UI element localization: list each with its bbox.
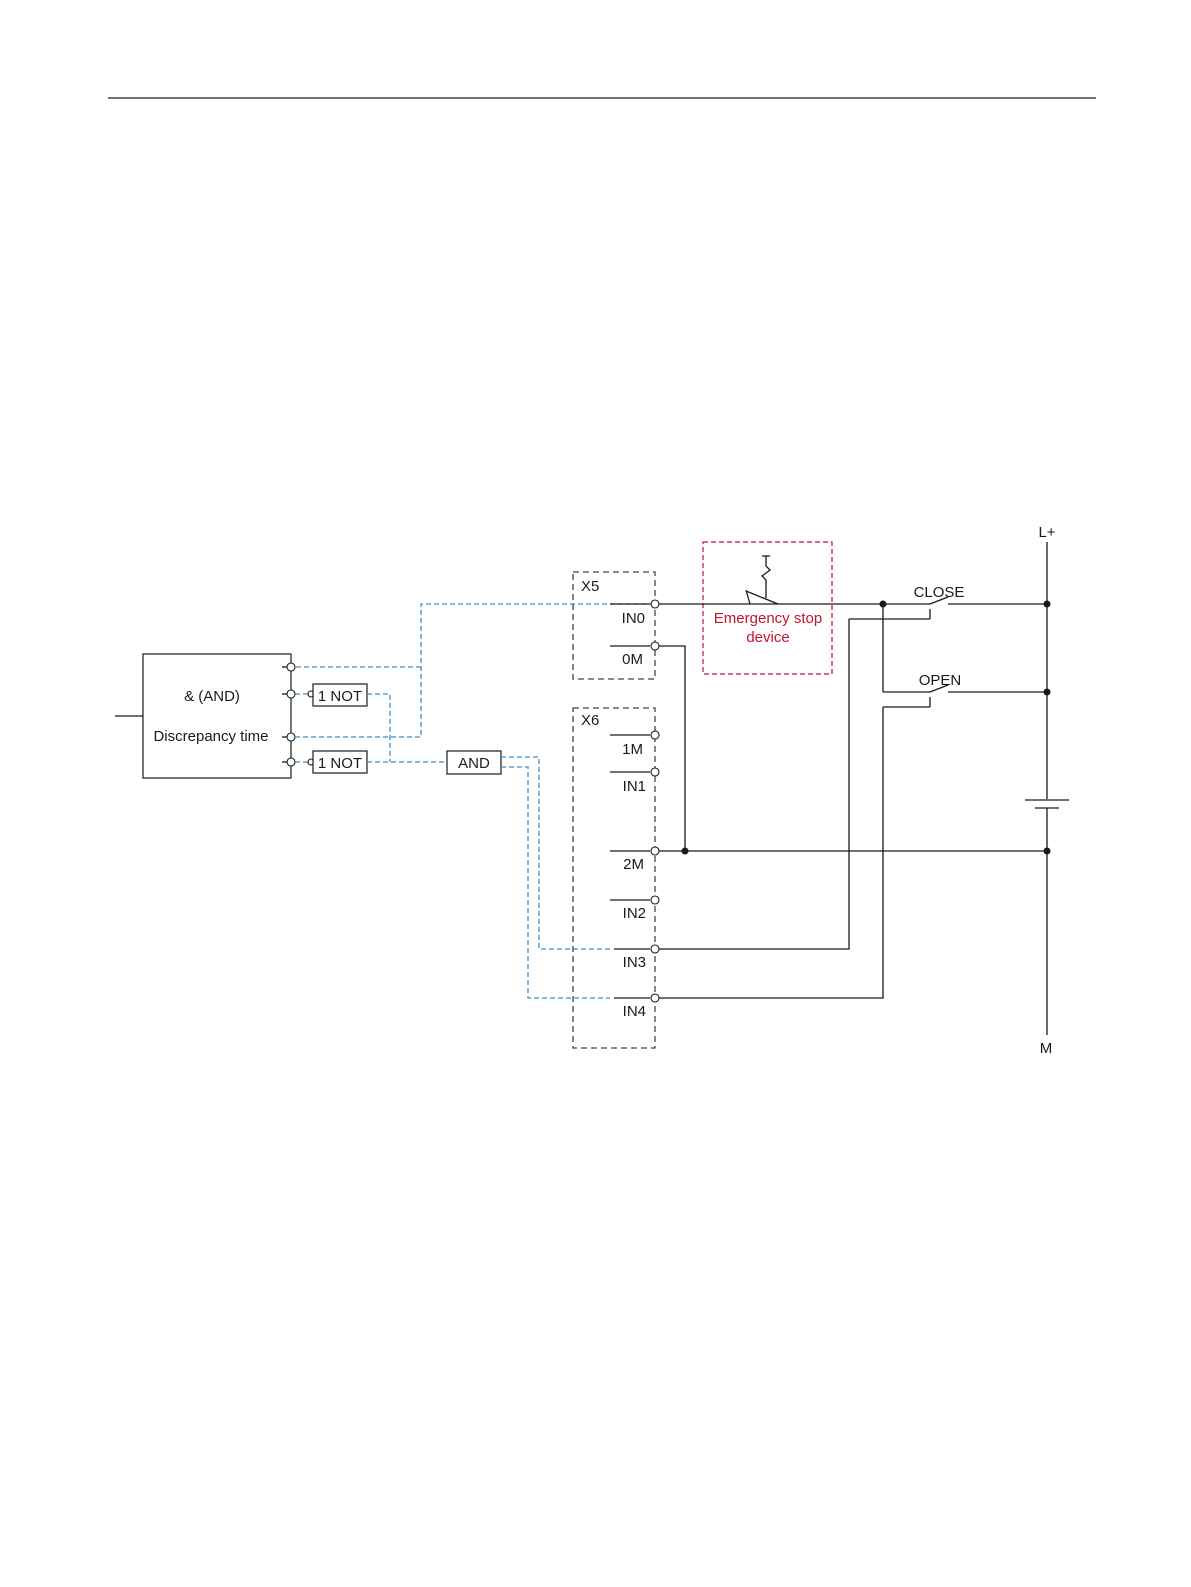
switch-open-label: OPEN <box>919 672 962 689</box>
not-gate-lower: 1 NOT <box>295 751 367 773</box>
emergency-stop-label-2: device <box>746 629 789 646</box>
terminal-in4: IN4 <box>623 1003 646 1020</box>
block-input-1 <box>287 663 295 671</box>
svg-text:1 NOT: 1 NOT <box>318 755 362 772</box>
terminal-2m: 2M <box>623 856 644 873</box>
not-gate-upper: 1 NOT <box>295 684 367 706</box>
emergency-stop-label-1: Emergency stop <box>714 610 822 627</box>
logic-function-block: & (AND) Discrepancy time <box>115 654 295 778</box>
svg-text:AND: AND <box>458 755 490 772</box>
block-input-4 <box>287 758 295 766</box>
and-gate: AND <box>447 751 501 774</box>
supply-negative-label: M <box>1040 1040 1053 1057</box>
block-input-2 <box>287 690 295 698</box>
terminal-in3: IN3 <box>623 954 646 971</box>
svg-text:1 NOT: 1 NOT <box>318 688 362 705</box>
logic-block-subtitle: Discrepancy time <box>153 728 268 745</box>
terminal-in1: IN1 <box>623 778 646 795</box>
terminal-1m: 1M <box>622 741 643 758</box>
module-x5-title: X5 <box>581 578 599 595</box>
logic-block-title: & (AND) <box>184 688 240 705</box>
terminal-0m: 0M <box>622 651 643 668</box>
terminal-in2: IN2 <box>623 905 646 922</box>
supply-positive-label: L+ <box>1038 524 1055 541</box>
logic-wiring <box>295 604 655 998</box>
module-x5: X5 IN0 0M <box>573 572 659 679</box>
block-input-3 <box>287 733 295 741</box>
module-x6-title: X6 <box>581 712 599 729</box>
module-x6: X6 1M IN1 2M IN2 IN3 IN4 <box>573 708 659 1048</box>
switch-close-label: CLOSE <box>914 584 965 601</box>
terminal-in0: IN0 <box>622 610 645 627</box>
